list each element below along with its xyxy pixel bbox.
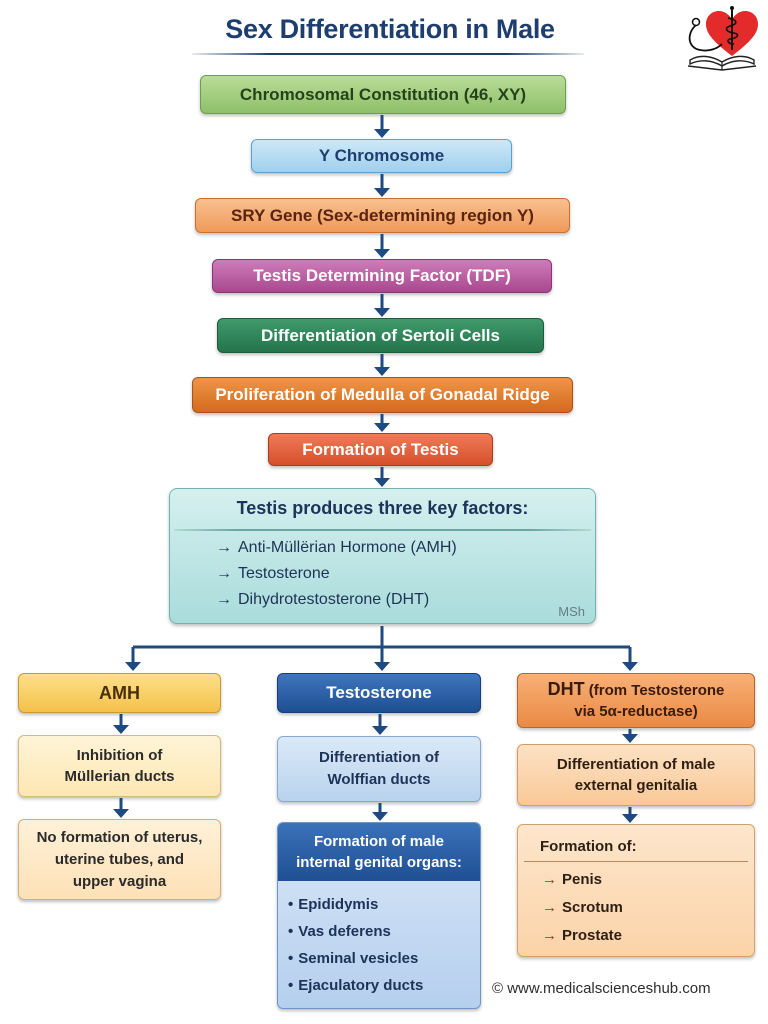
- title-underline: [192, 53, 584, 55]
- arrow-down-icon: [372, 803, 388, 821]
- organ-item: → Scrotum: [542, 894, 623, 922]
- arrow-down-icon: [374, 354, 390, 376]
- amh-box: AMH: [18, 673, 221, 713]
- box-line: upper vagina: [72, 872, 167, 890]
- internal-organs-list: •Epididymis •Vas deferens •Seminal vesic…: [278, 881, 480, 999]
- box-line: DHT (from Testosterone: [548, 679, 725, 701]
- external-organs-heading: Formation of:: [540, 838, 637, 855]
- box-line: Formation of male: [313, 833, 444, 850]
- box-line: external genitalia: [574, 777, 698, 794]
- organ-label: Vas deferens: [298, 923, 391, 940]
- arrow-down-icon: [622, 807, 638, 823]
- y-chromosome-box: Y Chromosome: [251, 139, 512, 173]
- arrow-down-icon: [374, 234, 390, 258]
- organ-label: Ejaculatory ducts: [298, 977, 424, 994]
- no-uterus-formation-box: No formation of uterus, uterine tubes, a…: [18, 819, 221, 900]
- bullet-icon: •: [288, 977, 294, 994]
- page-title: Sex Differentiation in Male: [225, 14, 555, 44]
- arrow-right-icon: →: [542, 927, 557, 944]
- wolffian-differentiation-box: Differentiation of Wolffian ducts: [277, 736, 481, 802]
- arrow-right-icon: →: [542, 871, 557, 888]
- testosterone-box: Testosterone: [277, 673, 481, 713]
- arrow-down-icon: [125, 647, 141, 671]
- bullet-icon: •: [288, 896, 294, 913]
- internal-organs-heading: Formation of male internal genital organ…: [278, 823, 480, 881]
- organ-label: Prostate: [562, 927, 623, 944]
- testis-determining-factor-box: Testis Determining Factor (TDF): [212, 259, 552, 293]
- factor-label: Anti-Müllërian Hormone (AMH): [238, 539, 457, 556]
- factors-divider: [174, 529, 591, 531]
- box-line: internal genital organs:: [296, 854, 462, 871]
- organ-label: Scrotum: [562, 899, 623, 916]
- chromosomal-constitution-box: Chromosomal Constitution (46, XY): [200, 75, 566, 114]
- arrow-down-icon: [113, 798, 129, 818]
- external-organs-list: → Penis → Scrotum → Prostate: [542, 866, 623, 950]
- organ-item: •Epididymis: [288, 891, 480, 918]
- dht-source: (from Testosterone: [588, 682, 725, 699]
- bullet-icon: •: [288, 923, 294, 940]
- external-organs-divider: [524, 861, 748, 862]
- medulla-proliferation-box: Proliferation of Medulla of Gonadal Ridg…: [192, 377, 573, 413]
- arrow-down-icon: [372, 714, 388, 735]
- factors-heading: Testis produces three key factors:: [236, 498, 529, 518]
- arrow-down-icon: [622, 729, 638, 743]
- box-line: uterine tubes, and: [54, 850, 185, 868]
- organ-item: •Vas deferens: [288, 918, 480, 945]
- external-organs-box: Formation of: → Penis → Scrotum → Prostate: [517, 824, 755, 957]
- arrow-down-icon: [113, 714, 129, 734]
- arrow-down-icon: [374, 294, 390, 317]
- internal-genital-organs-box: Formation of male internal genital organ…: [277, 822, 481, 1009]
- arrow-down-icon: [622, 647, 638, 671]
- heart-stethoscope-book-logo-icon: [687, 6, 758, 71]
- box-line: Inhibition of: [76, 747, 163, 764]
- arrow-down-icon: [374, 174, 390, 197]
- factor-item: → Testosterone: [216, 561, 457, 587]
- factors-list: → Anti-Müllërian Hormone (AMH) → Testoster…: [216, 535, 457, 613]
- external-genitalia-box: Differentiation of male external genital…: [517, 744, 755, 806]
- dht-box: DHT (from Testosterone via 5α-reductase): [517, 673, 755, 728]
- bullet-icon: •: [288, 950, 294, 967]
- mullerian-inhibition-box: Inhibition of Müllerian ducts: [18, 735, 221, 797]
- formation-of-testis-box: Formation of Testis: [268, 433, 493, 466]
- factor-item: → Dihydrotestosterone (DHT): [216, 587, 457, 613]
- organ-label: Penis: [562, 871, 603, 888]
- factor-label: Testosterone: [238, 565, 330, 582]
- organ-label: Seminal vesicles: [298, 950, 419, 967]
- box-line: Differentiation of male: [556, 756, 716, 773]
- organ-label: Epididymis: [298, 896, 379, 913]
- box-line: via 5α-reductase): [574, 703, 698, 720]
- sertoli-cells-box: Differentiation of Sertoli Cells: [217, 318, 544, 353]
- dht-label: DHT: [547, 679, 585, 699]
- arrow-down-icon: [374, 414, 390, 432]
- arrow-right-icon: →: [216, 539, 232, 556]
- organ-item: → Penis: [542, 866, 623, 894]
- arrow-right-icon: →: [542, 899, 557, 916]
- testis-factors-box: Testis produces three key factors: → Anti…: [169, 488, 596, 624]
- organ-item: •Seminal vesicles: [288, 945, 480, 972]
- watermark: MSh: [558, 604, 585, 619]
- arrow-right-icon: →: [216, 565, 232, 582]
- box-line: Differentiation of: [319, 749, 439, 766]
- sry-gene-box: SRY Gene (Sex-determining region Y): [195, 198, 570, 233]
- copyright-text: © www.medicalscienceshub.com: [492, 980, 711, 997]
- factor-item: → Anti-Müllërian Hormone (AMH): [216, 535, 457, 561]
- organ-item: → Prostate: [542, 922, 623, 950]
- box-line: Wolffian ducts: [327, 771, 431, 788]
- arrow-right-icon: →: [216, 591, 232, 608]
- arrow-down-icon: [374, 115, 390, 138]
- box-line: Müllerian ducts: [64, 768, 175, 785]
- arrow-down-icon: [374, 647, 390, 671]
- box-line: No formation of uterus,: [36, 828, 203, 846]
- factor-label: Dihydrotestosterone (DHT): [238, 591, 430, 608]
- arrow-down-icon: [374, 467, 390, 487]
- organ-item: •Ejaculatory ducts: [288, 972, 480, 999]
